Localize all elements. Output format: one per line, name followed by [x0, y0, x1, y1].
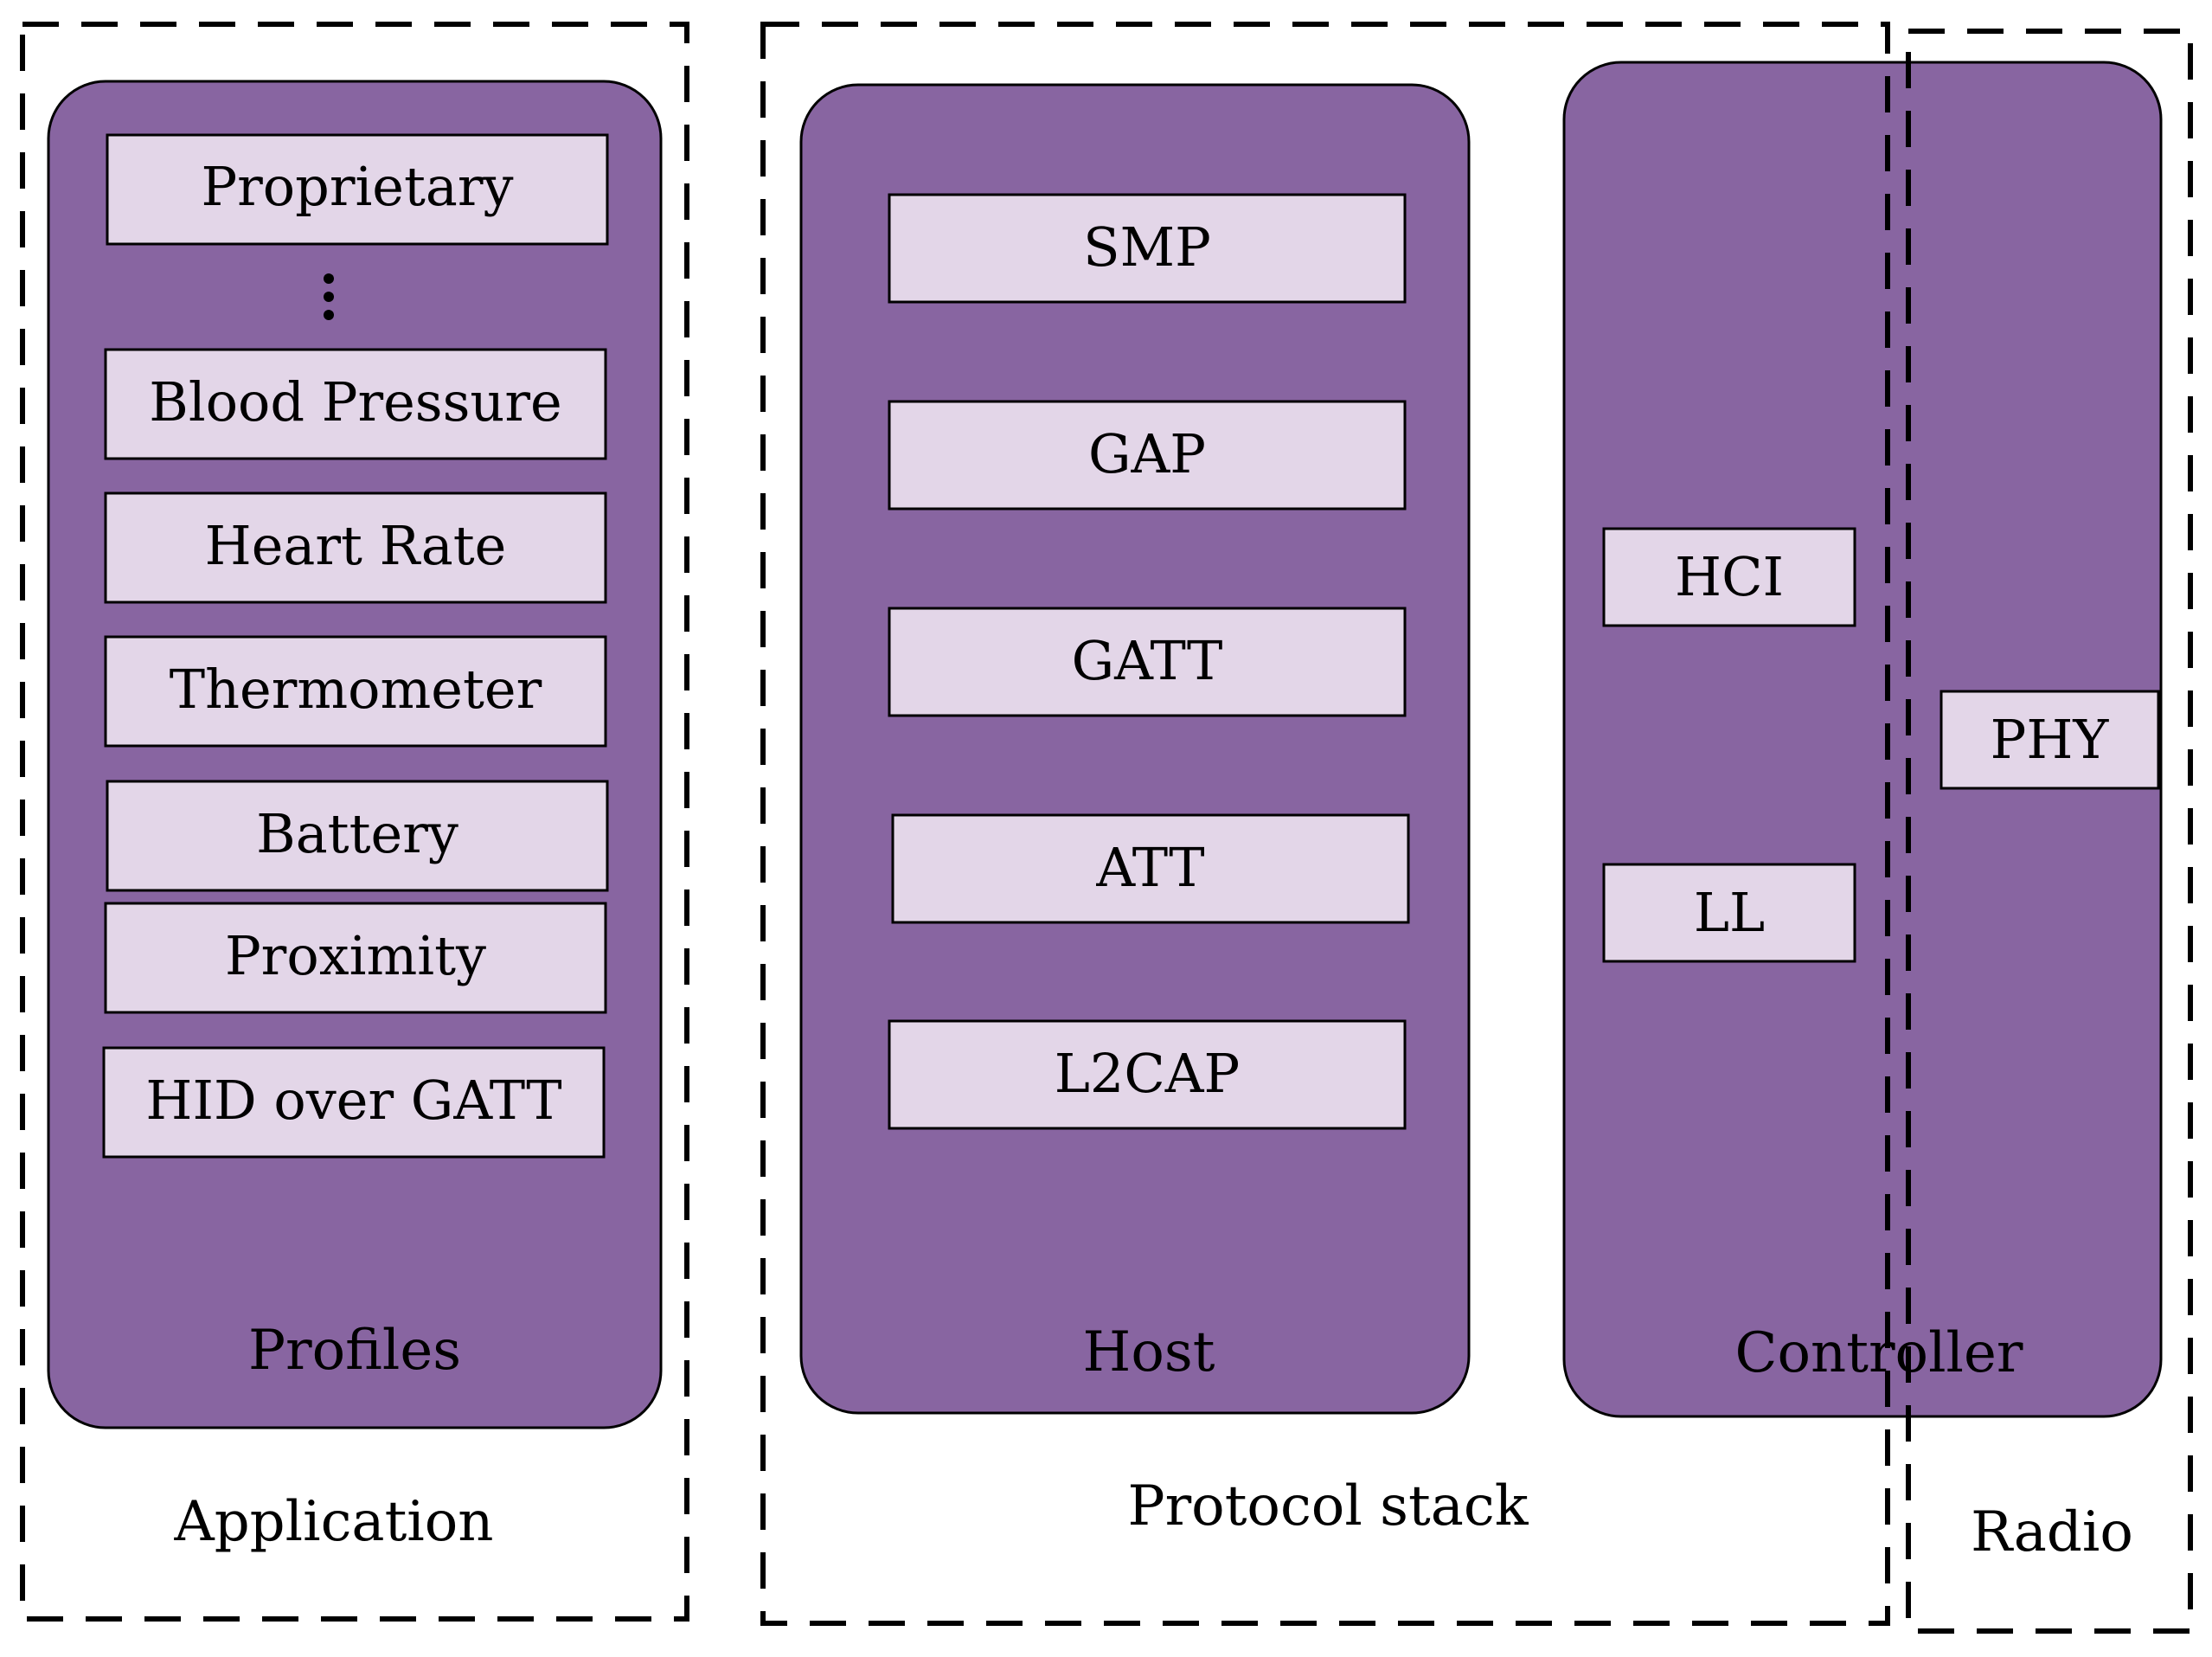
- controller-items: HCI LL PHY: [1602, 527, 2160, 963]
- host-box-gatt: [888, 607, 1407, 717]
- profile-box-proximity: [104, 902, 607, 1014]
- profile-box-heart-rate: [104, 491, 607, 604]
- ellipsis-dot: [324, 292, 334, 302]
- profile-label-thermometer: Thermometer: [170, 658, 542, 721]
- host-label-smp: SMP: [1083, 215, 1211, 279]
- controller-box-ll: [1602, 863, 1856, 963]
- controller-box-phy: [1940, 690, 2160, 790]
- protocol-stack-region-label: Protocol stack: [1128, 1474, 1529, 1538]
- ellipsis-dot: [324, 310, 334, 320]
- profile-label-heart-rate: Heart Rate: [205, 514, 507, 577]
- host-items: SMP GAP GATT ATT L2CAP: [888, 193, 1410, 1130]
- profile-box-blood-pressure: [104, 348, 607, 460]
- controller-label-phy: PHY: [1991, 708, 2110, 771]
- profile-box-thermometer: [104, 635, 607, 748]
- host-box-l2cap: [888, 1019, 1407, 1130]
- radio-region-label: Radio: [1971, 1500, 2133, 1564]
- profiles-items: Proprietary Blood Pressure Heart Rate Th…: [102, 133, 609, 1159]
- profile-box-hid-over-gatt: [102, 1046, 606, 1159]
- profiles-panel: [47, 80, 663, 1429]
- radio-region-outline: [1906, 29, 2193, 1634]
- protocol-stack-region-outline: [760, 22, 1890, 1626]
- application-region-label: Application: [173, 1490, 493, 1554]
- controller-label-hci: HCI: [1675, 545, 1784, 608]
- host-box-gap: [888, 400, 1407, 511]
- profile-box-proprietary: [106, 133, 609, 246]
- host-box-smp: [888, 193, 1407, 304]
- profile-box-battery: [106, 780, 609, 892]
- host-box-att: [891, 813, 1410, 924]
- profile-label-proprietary: Proprietary: [201, 155, 513, 218]
- host-label-l2cap: L2CAP: [1055, 1042, 1241, 1105]
- controller-box-hci: [1602, 527, 1856, 627]
- application-region-outline: [20, 22, 689, 1622]
- profile-label-hid-over-gatt: HID over GATT: [145, 1069, 561, 1132]
- profile-label-proximity: Proximity: [225, 924, 486, 987]
- host-panel-label: Host: [1083, 1320, 1215, 1384]
- host-label-gap: GAP: [1088, 422, 1206, 485]
- host-label-gatt: GATT: [1072, 629, 1223, 692]
- controller-panel-label: Controller: [1735, 1321, 2023, 1385]
- controller-panel: [1562, 61, 2163, 1418]
- controller-label-ll: LL: [1694, 881, 1765, 944]
- ellipsis-dot: [324, 273, 334, 284]
- host-label-att: ATT: [1095, 836, 1204, 899]
- profile-label-blood-pressure: Blood Pressure: [149, 370, 561, 434]
- profiles-panel-label: Profiles: [248, 1319, 461, 1383]
- profile-label-battery: Battery: [256, 802, 458, 865]
- ellipsis-dots: [324, 273, 334, 320]
